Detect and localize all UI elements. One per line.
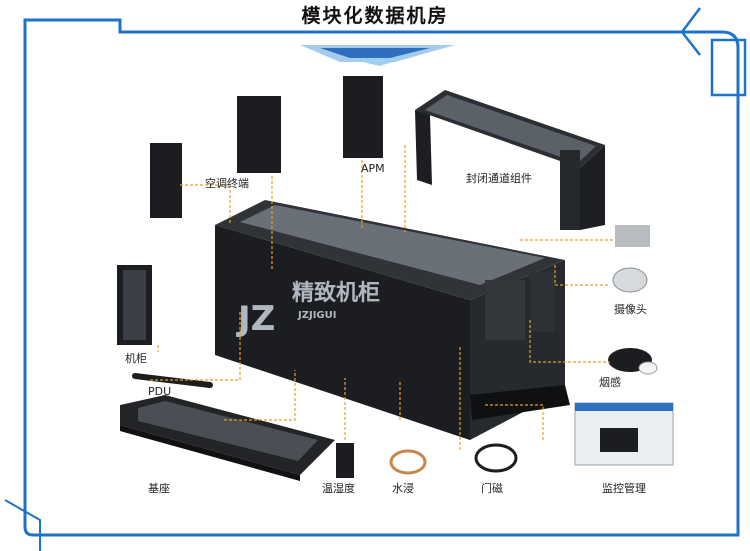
label-monitoring: 监控管理	[602, 481, 646, 495]
cabinet-illustration	[150, 143, 182, 218]
label-cabinet: 机柜	[125, 351, 147, 365]
watermark-en: JZJIGUI	[297, 310, 336, 321]
leader-lines	[150, 145, 615, 450]
label-camera: 摄像头	[614, 302, 647, 316]
label-smoke: 烟感	[599, 375, 621, 389]
apm-illustration	[343, 76, 383, 158]
base-frame-illustration	[120, 395, 335, 481]
door-magnet-illustration	[474, 443, 518, 473]
temp-humidity-sensor-illustration	[336, 443, 354, 478]
title-banner	[300, 45, 455, 66]
label-pdu: PDU	[148, 385, 171, 398]
label-enclosed-aisle: 封闭通道组件	[466, 171, 532, 185]
watermark-logo: JZ	[236, 299, 275, 339]
label-base: 基座	[148, 481, 170, 495]
label-water-leak: 水浸	[392, 482, 414, 495]
monitoring-screen-illustration	[574, 402, 674, 466]
aisle-roof-illustration	[415, 90, 605, 230]
label-temp-humidity: 温湿度	[322, 481, 355, 495]
page-title: 模块化数据机房	[301, 4, 448, 27]
blue-frame	[4, 7, 747, 551]
ac-terminal-illustration	[237, 96, 281, 173]
rack-door-illustration	[123, 270, 146, 340]
label-door-magnet: 门磁	[481, 481, 503, 495]
sensor-bracket-illustration	[615, 225, 650, 247]
water-leak-sensor-illustration	[389, 449, 427, 475]
watermark-cn: 精致机柜	[292, 280, 380, 306]
watermark: JZ 精致机柜 JZJIGUI	[236, 280, 380, 339]
camera-illustration	[612, 267, 648, 293]
label-ac-terminal: 空调终端	[205, 176, 249, 190]
label-apm: APM	[361, 162, 385, 175]
modular-datacenter-illustration	[215, 200, 570, 440]
smoke-detector-white-illustration	[638, 361, 658, 375]
